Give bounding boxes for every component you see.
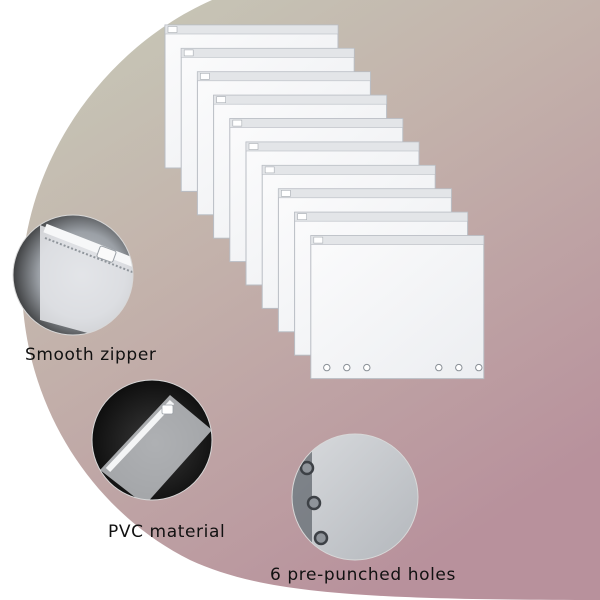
zipper-strip (229, 118, 404, 128)
punched-hole (435, 363, 443, 372)
pvc-closeup-ring (91, 379, 213, 501)
zipper-strip (278, 188, 452, 199)
zipper-strip (245, 141, 420, 152)
zipper-pull (167, 26, 178, 33)
zipper-pull (216, 96, 226, 103)
zipper-pull (183, 49, 194, 57)
punched-hole (343, 363, 351, 372)
zipper-strip (310, 235, 485, 245)
zipper-strip (213, 94, 387, 105)
punched-hole (363, 363, 371, 372)
zipper-pull (297, 213, 307, 220)
pre-punched-holes-label: 6 pre-punched holes (270, 565, 456, 585)
zipper-pull (264, 166, 275, 174)
zipper-closeup-ring (12, 214, 134, 336)
zipper-pull (200, 73, 210, 80)
holes-closeup-ring (291, 433, 419, 561)
zipper-pull (313, 236, 324, 244)
pouch-stack (164, 24, 485, 380)
zipper-strip (261, 165, 436, 175)
zipper-pull (232, 119, 243, 127)
zipper-pull (248, 143, 259, 150)
zipper-strip (294, 211, 468, 222)
pvc-material-label: PVC material (108, 522, 226, 542)
punched-hole (475, 363, 483, 372)
punched-hole (455, 363, 463, 372)
smooth-zipper-label: Smooth zipper (25, 345, 157, 365)
zipper-strip (197, 71, 371, 82)
zipper-strip (164, 24, 339, 35)
zipper-pull (281, 190, 291, 197)
zipper-strip (180, 48, 355, 58)
punched-hole (323, 363, 331, 372)
pouch (310, 235, 485, 380)
pvc-closeup (92, 380, 212, 500)
